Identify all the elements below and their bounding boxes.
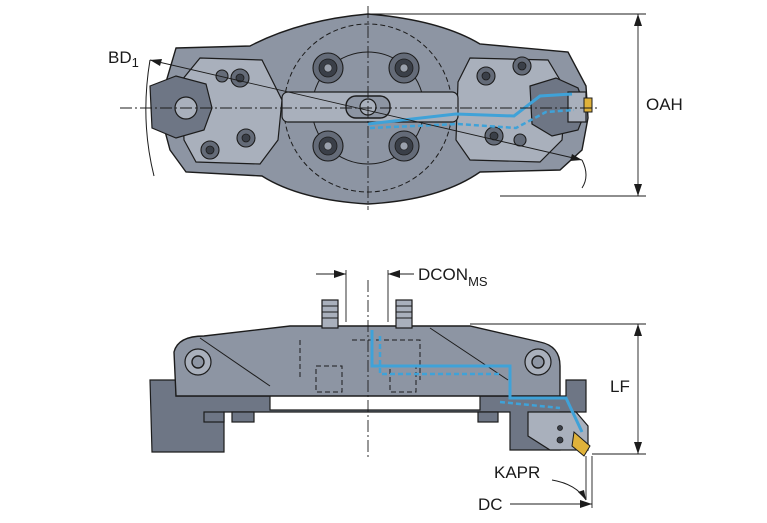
top-view (120, 6, 646, 210)
label-kapr: KAPR (494, 463, 540, 482)
mount-screw (388, 130, 420, 162)
label-dc: DC (478, 495, 503, 514)
mount-screw (312, 130, 344, 162)
label-lf: LF (610, 377, 630, 396)
clamp-screw (200, 140, 220, 160)
clamp-screw (512, 56, 532, 76)
clamp-screw (230, 68, 250, 88)
mount-screw (388, 52, 420, 84)
side-view (149, 270, 646, 508)
label-oah: OAH (646, 95, 683, 114)
clamp-screw (513, 133, 527, 147)
clamp-screw (236, 128, 256, 148)
side-view-body (173, 325, 561, 397)
mount-screw (312, 52, 344, 84)
clamp-screw (476, 66, 496, 86)
label-dcon: DCONMS (418, 265, 488, 289)
clamp-screw (484, 126, 504, 146)
stud (321, 299, 339, 329)
stud (395, 299, 413, 329)
coolant-channel-side (370, 330, 584, 433)
label-bd1: BD1 (108, 48, 139, 70)
coolant-channel-top (367, 92, 573, 126)
clamp-screw (215, 69, 229, 83)
